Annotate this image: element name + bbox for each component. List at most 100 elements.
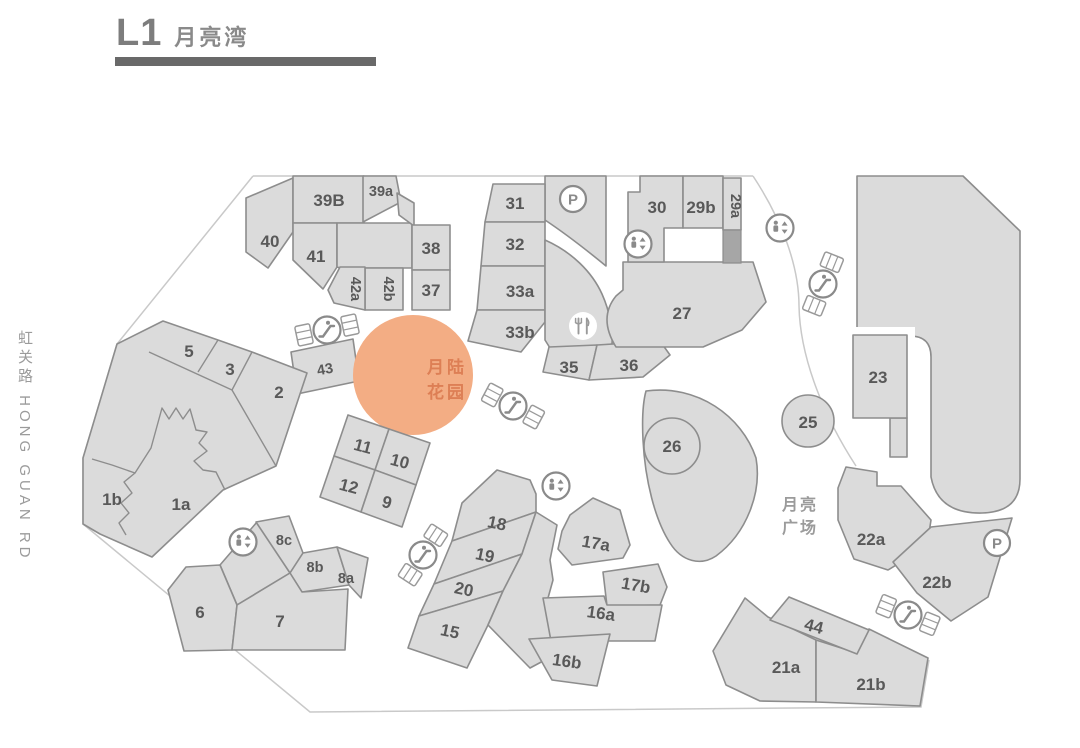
garden-label-line2: 花园 bbox=[427, 382, 467, 402]
cluster-shape-left bbox=[82, 320, 308, 558]
unit-label-16b: 16b bbox=[551, 650, 583, 673]
unit-label-25: 25 bbox=[799, 413, 818, 432]
unit-shape-25 bbox=[781, 394, 835, 448]
unit-label-22a: 22a bbox=[857, 530, 886, 549]
building-shape-right bbox=[856, 175, 1021, 514]
corridor-shape-a1 bbox=[336, 222, 413, 269]
unit-label-42b: 42b bbox=[380, 277, 396, 302]
unit-label-1a: 1a bbox=[172, 495, 191, 514]
unit-shape-41 bbox=[292, 222, 338, 290]
escalator-icon bbox=[801, 250, 845, 318]
garden-label-line1: 月陆 bbox=[426, 358, 467, 377]
unit-label-16a: 16a bbox=[586, 602, 617, 625]
unit-label-26: 26 bbox=[663, 437, 682, 456]
unit-shape-16b bbox=[528, 633, 611, 687]
unit-label-18: 18 bbox=[486, 512, 508, 535]
unit-label-23: 23 bbox=[869, 368, 888, 387]
unit-label-12: 12 bbox=[337, 475, 360, 498]
unit-shape-17a bbox=[557, 497, 631, 566]
unit-label-29b: 29b bbox=[686, 198, 715, 217]
unit-label-40: 40 bbox=[261, 232, 280, 251]
unit-label-10: 10 bbox=[388, 450, 411, 473]
unit-label-32: 32 bbox=[506, 235, 525, 254]
plaza-label-line2: 广场 bbox=[782, 518, 818, 537]
unit-shape-27 bbox=[606, 261, 767, 348]
plaza-label-line1: 月亮 bbox=[781, 495, 818, 514]
road-label: 虹关路 HONG GUAN RD bbox=[16, 330, 33, 562]
unit-shape-8a bbox=[336, 546, 369, 599]
parking-icon bbox=[982, 528, 1012, 558]
unit-label-33b: 33b bbox=[505, 323, 534, 342]
unit-label-36: 36 bbox=[620, 356, 639, 375]
plaza-petal-shape bbox=[641, 389, 759, 563]
unit-shape-37 bbox=[411, 269, 451, 311]
unit-shape-22b bbox=[892, 517, 1013, 622]
boundary-line bbox=[231, 389, 277, 467]
dining-icon bbox=[568, 311, 598, 341]
unit-shape-8b bbox=[289, 546, 350, 593]
elevator-icon bbox=[765, 213, 795, 243]
unit-label-33a: 33a bbox=[506, 282, 535, 301]
unit-shape-7 bbox=[231, 572, 349, 651]
unit-shape-9 bbox=[360, 469, 417, 528]
unit-shape-42a bbox=[327, 266, 366, 311]
unit-shape-15 bbox=[407, 590, 504, 669]
connector-stem-23 bbox=[889, 417, 908, 458]
unit-label-35: 35 bbox=[560, 358, 579, 377]
floor-name: 月亮湾 bbox=[174, 25, 250, 50]
unit-label-19: 19 bbox=[474, 544, 496, 567]
unit-label-3: 3 bbox=[225, 360, 234, 379]
unit-shape-33b bbox=[467, 309, 546, 353]
unit-label-37: 37 bbox=[422, 281, 441, 300]
unit-label-31: 31 bbox=[506, 194, 525, 213]
unit-label-2: 2 bbox=[274, 383, 283, 402]
elevator-icon bbox=[228, 527, 258, 557]
unit-label-39a: 39a bbox=[369, 184, 394, 200]
unit-shape-17b bbox=[602, 563, 668, 607]
unit-label-1b: 1b bbox=[102, 490, 122, 509]
unit-shape-23 bbox=[852, 334, 908, 419]
unit-shape-44 bbox=[769, 596, 870, 655]
unit-label-6: 6 bbox=[195, 603, 204, 622]
corridor-shape-a2 bbox=[396, 192, 415, 227]
unit-label-29a: 29a bbox=[727, 194, 743, 219]
unit-label-42a: 42a bbox=[347, 277, 363, 302]
unit-shape-26 bbox=[643, 417, 701, 475]
elevator-icon bbox=[541, 471, 571, 501]
unit-label-11: 11 bbox=[352, 435, 374, 458]
boundary-line bbox=[148, 351, 233, 391]
unit-label-8c: 8c bbox=[276, 533, 292, 549]
unit-label-5: 5 bbox=[184, 342, 193, 361]
boundary-line-1a-1b bbox=[118, 472, 136, 536]
unit-label-15: 15 bbox=[439, 620, 461, 643]
unit-label-7: 7 bbox=[275, 612, 284, 631]
unit-label-8b: 8b bbox=[307, 560, 324, 576]
unit-shape-40 bbox=[245, 177, 294, 269]
unit-label-17b: 17b bbox=[620, 574, 652, 598]
parking-icon bbox=[558, 184, 588, 214]
boundary-line bbox=[231, 351, 253, 391]
unit-label-8a: 8a bbox=[338, 571, 355, 587]
unit-label-21b: 21b bbox=[856, 675, 885, 694]
boundary-line bbox=[197, 339, 219, 373]
unit-label-39B: 39B bbox=[313, 191, 344, 210]
floor-number: L1 bbox=[116, 12, 163, 54]
service-strip-29a bbox=[722, 229, 742, 264]
garden-circle bbox=[353, 315, 473, 435]
title-underline-bar bbox=[115, 57, 376, 66]
unit-label-44: 44 bbox=[802, 615, 825, 638]
unit-label-20: 20 bbox=[453, 578, 475, 601]
boundary-zigzag-line bbox=[91, 407, 226, 491]
unit-label-38: 38 bbox=[422, 239, 441, 258]
elevator-icon bbox=[623, 229, 653, 259]
page-title: L1 月亮湾 bbox=[116, 12, 249, 55]
unit-label-17a: 17a bbox=[580, 532, 612, 556]
unit-label-27: 27 bbox=[673, 304, 692, 323]
unit-label-22b: 22b bbox=[922, 573, 951, 592]
unit-label-21a: 21a bbox=[772, 658, 801, 677]
escalator-icon bbox=[480, 381, 546, 431]
unit-label-41: 41 bbox=[307, 247, 326, 266]
unit-label-43: 43 bbox=[316, 361, 335, 380]
